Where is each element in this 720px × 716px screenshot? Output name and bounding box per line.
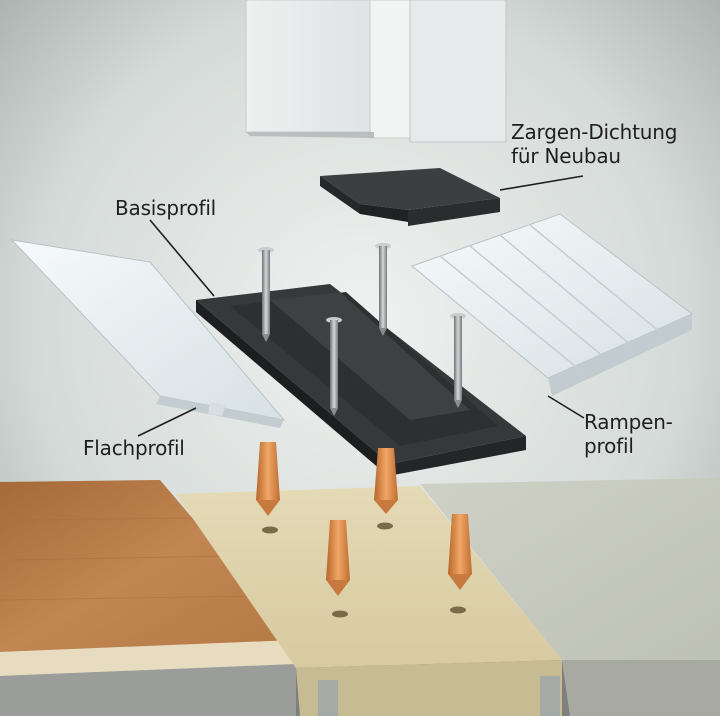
concrete-floor: [420, 478, 720, 716]
screw-2: [375, 243, 391, 336]
label-flat-profile-text: Flachprofil: [83, 436, 185, 460]
screw-4: [450, 313, 466, 408]
dowel-2: [374, 448, 398, 514]
label-frame-seal-line1: Zargen-Dichtung: [511, 120, 678, 144]
label-base-profile: Basisprofil: [115, 196, 216, 220]
flat-profile: [10, 239, 286, 428]
screws: [258, 243, 466, 416]
label-frame-seal-line2: für Neubau: [511, 144, 621, 168]
label-ramp-profile: Rampen- profil: [584, 410, 673, 458]
frame-seal: [320, 168, 500, 226]
leader-zargen: [499, 175, 584, 191]
leader-rampen: [547, 395, 585, 419]
ramp-profile: [410, 213, 693, 396]
screw-3: [326, 317, 342, 416]
leader-basis: [149, 219, 215, 297]
screw-1: [258, 247, 274, 342]
label-frame-seal: Zargen-Dichtung für Neubau: [511, 120, 677, 168]
dowel-4: [448, 514, 472, 590]
drill-holes: [262, 522, 466, 618]
base-profile: [196, 284, 526, 476]
label-ramp-profile-line2: profil: [584, 434, 634, 458]
label-ramp-profile-line1: Rampen-: [584, 410, 673, 434]
dowel-1: [256, 442, 280, 516]
wood-floor: [0, 480, 296, 716]
dowels: [256, 442, 472, 596]
dowel-3: [326, 520, 350, 596]
leader-lines: [137, 175, 585, 437]
leader-flach: [137, 407, 197, 437]
label-base-profile-text: Basisprofil: [115, 196, 217, 220]
label-flat-profile: Flachprofil: [83, 436, 185, 460]
door-frame: [245, 0, 507, 143]
